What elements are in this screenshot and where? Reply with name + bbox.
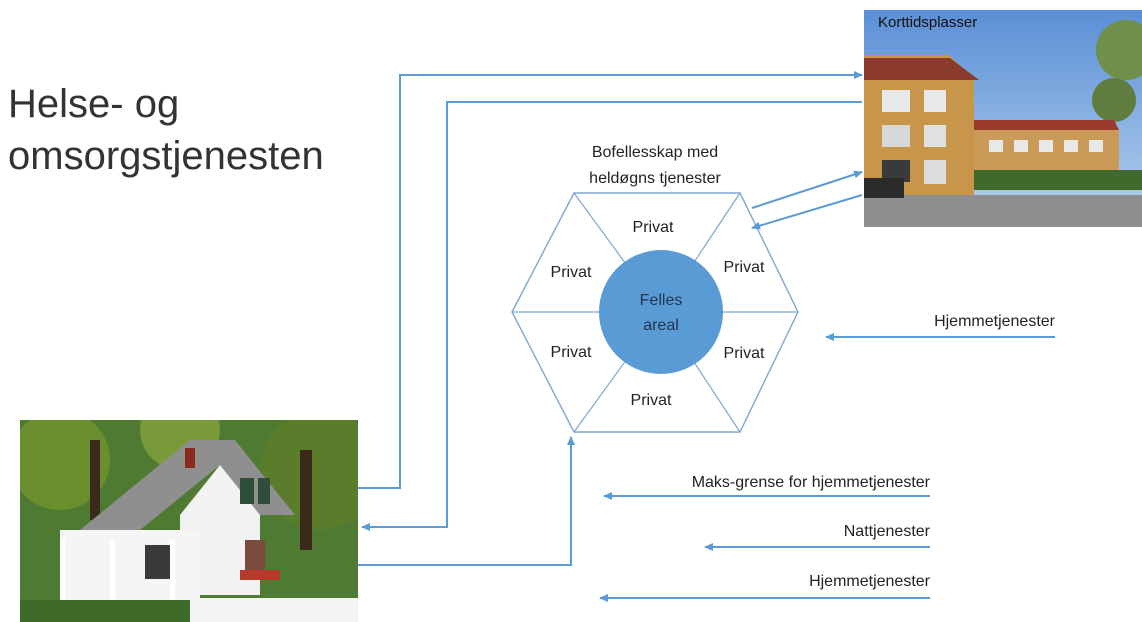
korttid-building-illustration	[864, 10, 1142, 227]
korttid-label: Korttidsplasser	[878, 14, 978, 31]
room-label-top: Privat	[633, 219, 674, 236]
nattjenester-label: Nattjenester	[844, 523, 931, 540]
center-label-line-1: Felles	[640, 292, 683, 309]
page-title: Helse- og omsorgstjenesten	[8, 78, 324, 182]
room-label-lower-left: Privat	[551, 344, 592, 361]
arrow-korttid-to-bofellesskap	[751, 194, 863, 230]
arrow-korttid-to-house	[361, 101, 862, 531]
room-label-bottom: Privat	[631, 392, 672, 409]
hjemmetjenester-bottom-label: Hjemmetjenester	[809, 573, 931, 590]
title-line-2: omsorgstjenesten	[8, 134, 324, 178]
korttid-photo: Korttidsplasser	[864, 10, 1142, 227]
house-photo	[20, 420, 358, 622]
arrow-bofellesskap-to-korttid	[751, 170, 863, 209]
bofellesskap-heading-line-1: Bofellesskap med	[592, 144, 718, 161]
hjemmetjenester-top-label: Hjemmetjenester	[934, 313, 1056, 330]
felles-areal-circle	[599, 250, 723, 374]
center-label-line-2: areal	[643, 317, 679, 334]
maks-grense-label: Maks-grense for hjemmetjenester	[692, 474, 931, 491]
room-label-upper-right: Privat	[724, 259, 765, 276]
arrow-house-to-korttid	[358, 71, 863, 489]
room-label-upper-left: Privat	[551, 264, 592, 281]
arrow-house-to-bofellesskap	[358, 436, 575, 566]
title-line-1: Helse- og	[8, 82, 180, 126]
house-illustration	[20, 420, 358, 622]
room-label-lower-right: Privat	[724, 345, 765, 362]
bofellesskap-heading-line-2: heldøgns tjenester	[589, 170, 721, 187]
